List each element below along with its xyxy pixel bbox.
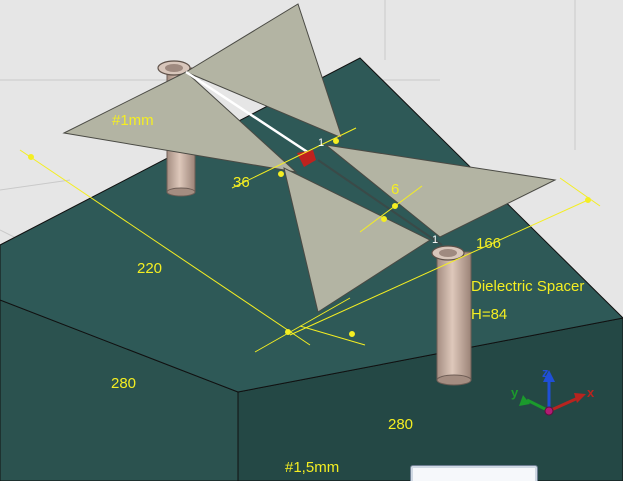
support-post-front (431, 245, 472, 386)
bowtie-right-wing (324, 144, 557, 238)
bowtie-upper-wing (184, 3, 343, 139)
copper-thickness-label: #1mm (112, 112, 154, 129)
partial-dialog-window[interactable] (410, 465, 538, 481)
substrate-thickness-label: #1,5mm (285, 459, 339, 476)
bowtie-antenna[interactable] (62, 3, 557, 313)
spacer-title-label: Dielectric Spacer (471, 278, 584, 295)
bowtie-lower-wing (283, 167, 432, 313)
dimension-6-label: 6 (391, 181, 399, 198)
dimension-lines (19, 127, 601, 353)
spacer-height-label: H=84 (471, 306, 507, 323)
axis-x-label: x (587, 385, 595, 400)
dimension-166-label: 166 (476, 235, 501, 252)
bowtie-left-wing (62, 71, 298, 173)
feed-strip-rear (185, 70, 313, 157)
feed-strip-front (317, 159, 443, 246)
axis-y-label: y (511, 385, 519, 400)
dimension-280-front-label: 280 (388, 416, 413, 433)
dimension-220-label: 220 (137, 260, 162, 277)
axis-z-label: z (542, 365, 549, 380)
dimension-36-label: 36 (233, 174, 250, 191)
port-label-a: 1 (318, 137, 324, 149)
axis-triad-icon: z x y (511, 365, 595, 416)
port-label-b: 1 (432, 234, 438, 246)
dimension-280-left-label: 280 (111, 375, 136, 392)
